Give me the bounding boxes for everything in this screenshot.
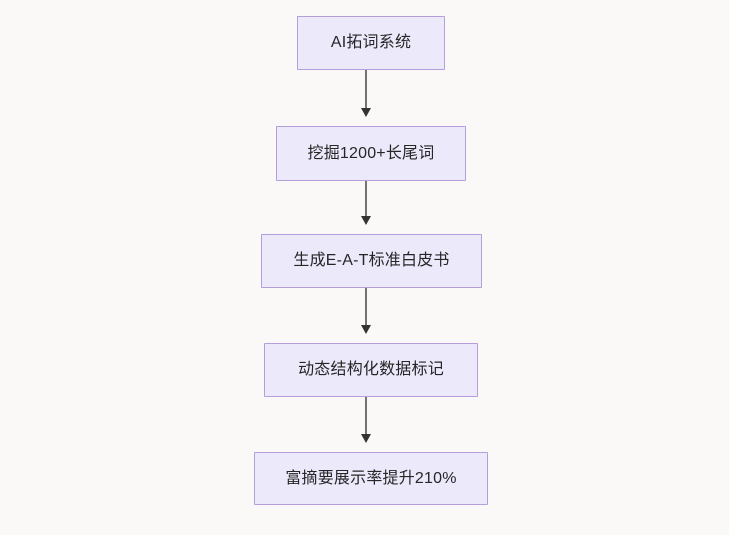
arrowhead-icon [361, 216, 371, 225]
edge-line [365, 397, 367, 435]
edge-line [365, 181, 367, 217]
node-label: 生成E-A-T标准白皮书 [293, 252, 450, 270]
edge-n1-n2 [358, 70, 374, 117]
flowchart-node-mine-longtail-keywords[interactable]: 挖掘1200+长尾词 [276, 126, 466, 181]
edge-n4-n5 [358, 397, 374, 443]
flowchart-node-dynamic-structured-data-markup[interactable]: 动态结构化数据标记 [264, 343, 478, 397]
flowchart-node-rich-snippet-rate-increase[interactable]: 富摘要展示率提升210% [254, 452, 488, 505]
edge-n2-n3 [358, 181, 374, 225]
arrowhead-icon [361, 434, 371, 443]
edge-n3-n4 [358, 288, 374, 334]
node-label: 挖掘1200+长尾词 [307, 144, 435, 162]
node-label: 富摘要展示率提升210% [285, 469, 457, 487]
flowchart-node-ai-keyword-system[interactable]: AI拓词系统 [297, 16, 445, 70]
node-label: 动态结构化数据标记 [298, 361, 444, 379]
node-label: AI拓词系统 [330, 34, 412, 52]
arrowhead-icon [361, 108, 371, 117]
flowchart-node-generate-eat-whitepaper[interactable]: 生成E-A-T标准白皮书 [261, 234, 482, 288]
edge-line [365, 288, 367, 326]
edge-line [365, 70, 367, 109]
arrowhead-icon [361, 325, 371, 334]
